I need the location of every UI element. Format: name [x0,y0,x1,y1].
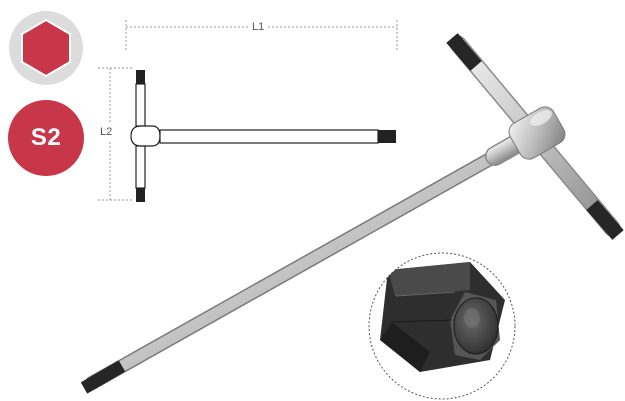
hexagon-icon [8,10,84,86]
s2-badge: S2 [8,100,84,176]
technical-drawing [130,70,396,202]
dimension-label-l2: L2 [100,126,113,138]
dimension-label-l1: L1 [252,21,265,33]
dimension-lines [98,20,398,201]
t-handle-hex-key [80,33,624,394]
tip-detail-zoom [368,252,516,400]
material-label: S2 [30,124,62,151]
